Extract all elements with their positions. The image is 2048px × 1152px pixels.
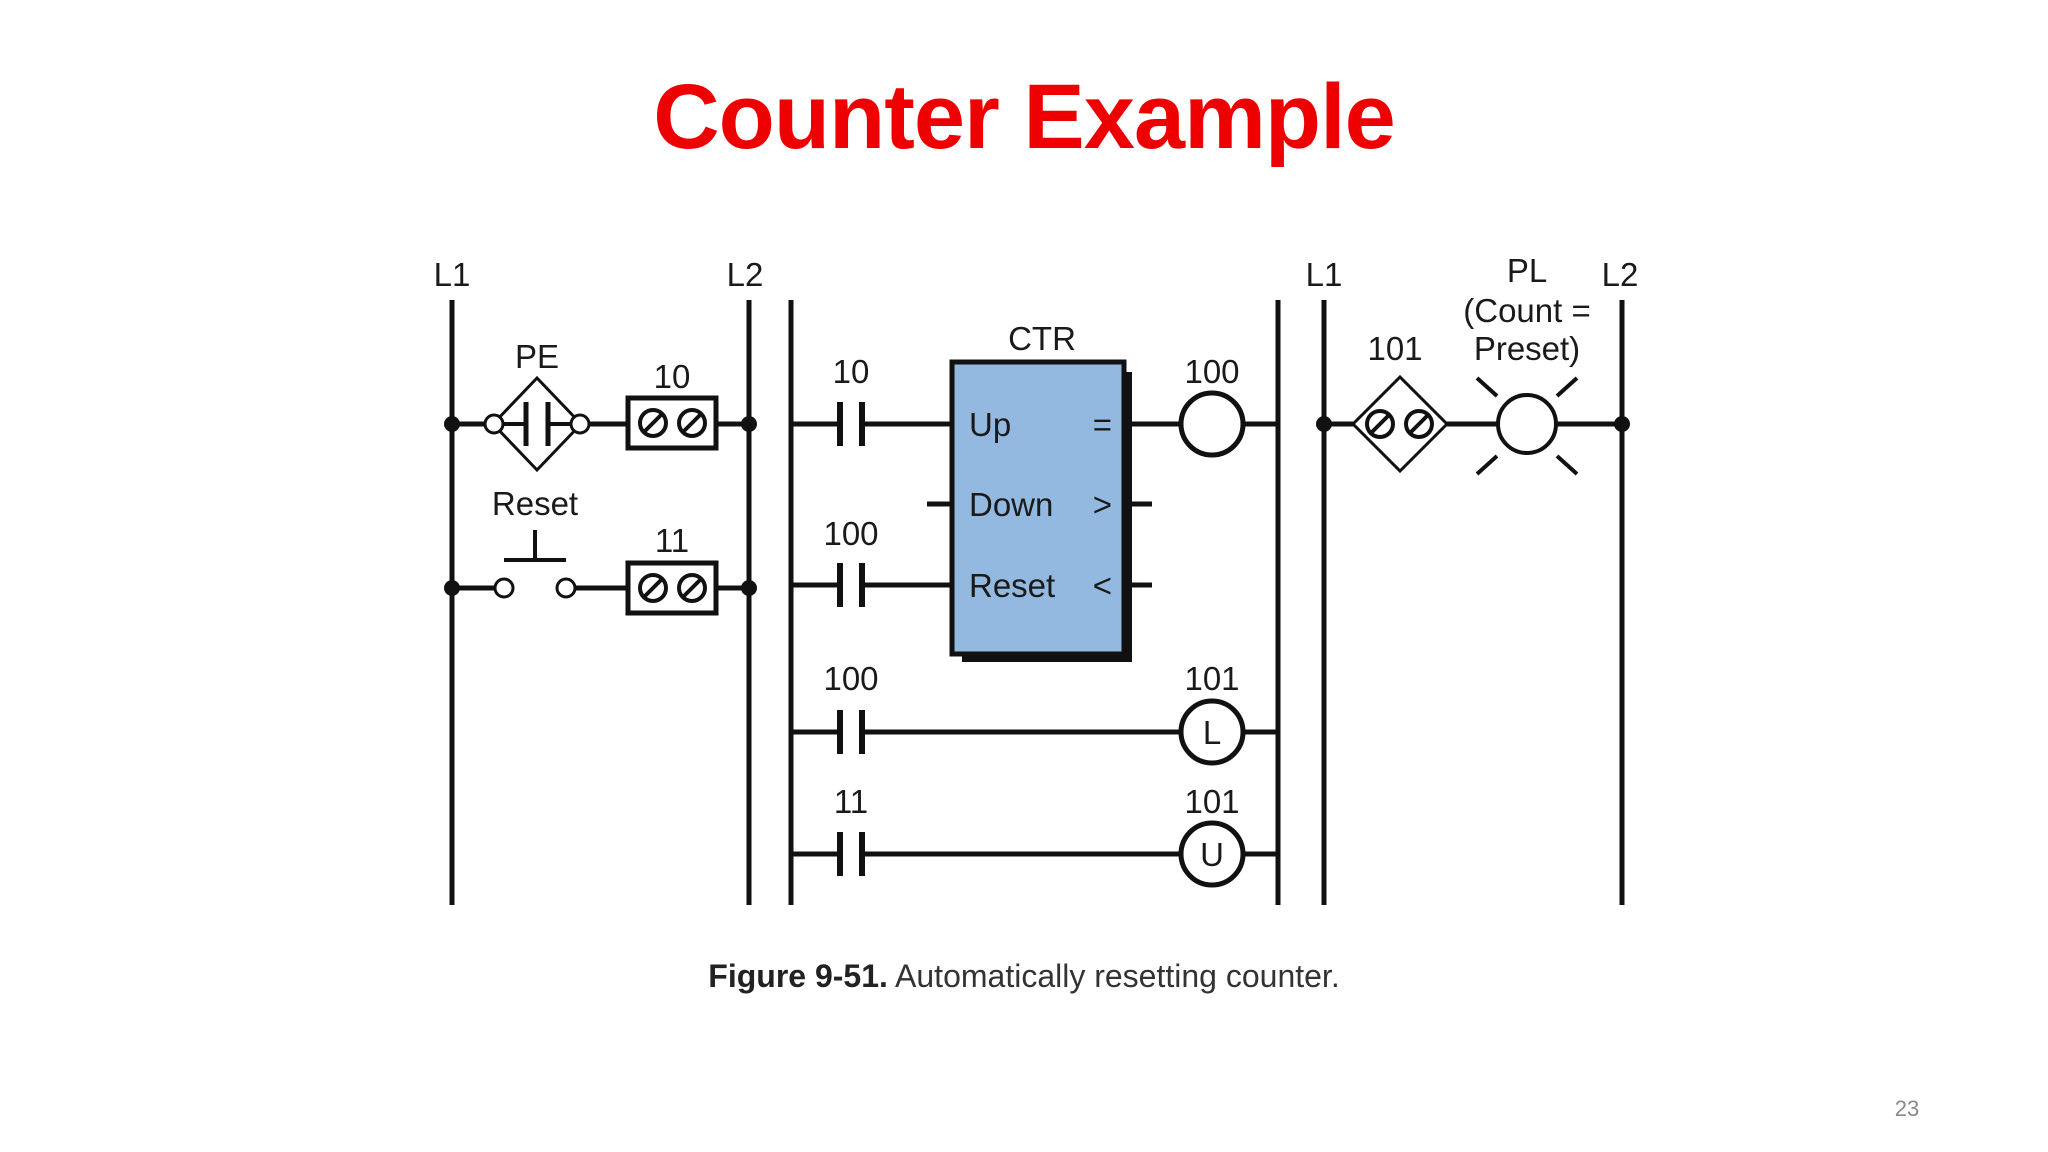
- pe-sensor-icon: [483, 375, 591, 473]
- input-terminal-10-icon: [625, 395, 719, 451]
- counter-gt-output: >: [1093, 486, 1112, 523]
- figure-caption: Figure 9-51. Automatically resetting cou…: [0, 958, 2048, 995]
- figure-number: Figure 9-51.: [708, 958, 888, 994]
- pe-label: PE: [515, 338, 559, 375]
- coil-101-latch-label: 101: [1184, 660, 1239, 697]
- output-junction-dots: [1316, 416, 1630, 432]
- pilot-light-desc-line2: Preset): [1474, 330, 1580, 367]
- counter-down-input: Down: [969, 486, 1053, 523]
- coil-101-latch-icon: [1178, 698, 1246, 766]
- contact-10-icon: [837, 402, 865, 446]
- pilot-light-label: PL: [1507, 252, 1547, 289]
- counter-block: [949, 359, 1132, 662]
- output-terminal-101-icon: [1350, 374, 1450, 474]
- contact-100-reset-icon: [837, 563, 865, 607]
- contact-10-label: 10: [833, 353, 870, 390]
- program-section: [788, 300, 1281, 905]
- figure-caption-text: Automatically resetting counter.: [895, 958, 1340, 994]
- counter-reset-input: Reset: [969, 567, 1055, 604]
- pilot-light-desc-line1: (Count =: [1463, 292, 1591, 329]
- coil-101-unlatch-label: 101: [1184, 783, 1239, 820]
- coil-100-icon: [1178, 390, 1246, 458]
- input-junction-dots: [444, 416, 757, 596]
- coil-101-unlatch-letter: U: [1200, 836, 1224, 873]
- contact-11-icon: [837, 832, 865, 876]
- counter-up-input: Up: [969, 406, 1011, 443]
- contact-100-reset-label: 100: [823, 515, 878, 552]
- input-rail-l1-label: L1: [434, 256, 471, 293]
- input-terminal-11-label: 11: [655, 522, 689, 559]
- input-terminal-11-icon: [625, 560, 719, 616]
- input-terminal-10-label: 10: [654, 358, 691, 395]
- coil-100-label: 100: [1184, 353, 1239, 390]
- counter-lt-output: <: [1093, 567, 1112, 604]
- reset-label: Reset: [492, 485, 578, 522]
- pilot-light-icon: [1475, 376, 1579, 476]
- counter-title: CTR: [1008, 320, 1076, 357]
- contact-11-label: 11: [834, 783, 868, 820]
- contact-100-latch-label: 100: [823, 660, 878, 697]
- output-rail-l2-label: L2: [1602, 256, 1639, 293]
- contact-100-latch-icon: [837, 710, 865, 754]
- output-section: [1321, 300, 1625, 905]
- slide-title: Counter Example: [653, 66, 1396, 168]
- page-number: 23: [1894, 1096, 1920, 1121]
- coil-101-latch-letter: L: [1203, 714, 1221, 751]
- output-terminal-101-label: 101: [1367, 330, 1422, 367]
- counter-eq-output: =: [1093, 406, 1112, 443]
- reset-pushbutton-icon: [493, 530, 577, 599]
- coil-101-unlatch-icon: [1178, 820, 1246, 888]
- output-rail-l1-label: L1: [1306, 256, 1343, 293]
- input-rail-l2-label: L2: [727, 256, 764, 293]
